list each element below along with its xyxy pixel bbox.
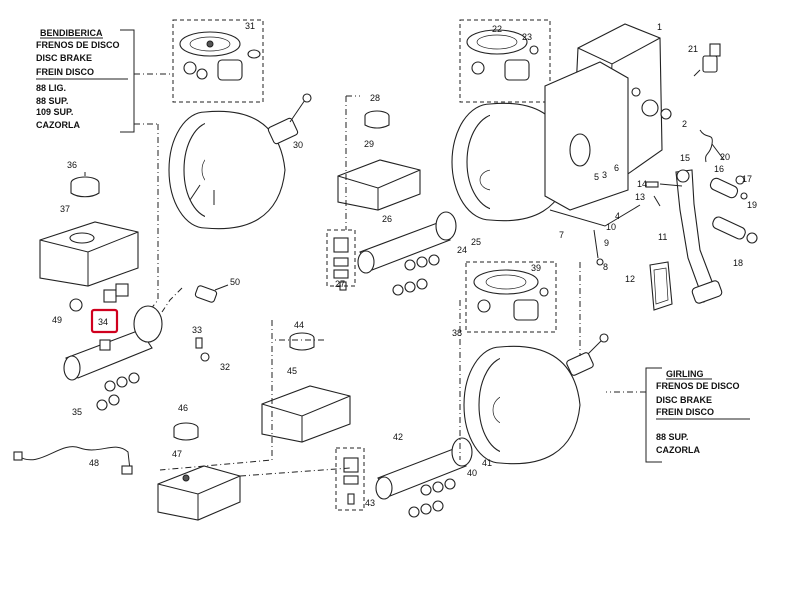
part-label: 11 <box>658 232 667 242</box>
part-label: 31 <box>245 21 255 31</box>
part-label: 27 <box>335 279 345 289</box>
legend-girling-line: FRENOS DE DISCO <box>656 381 740 391</box>
part-label: 9 <box>604 238 609 248</box>
part-label: 32 <box>220 362 230 372</box>
part-number-labels: 1 2 3 4 5 6 7 8 9 10 11 12 13 14 15 16 1… <box>52 21 757 508</box>
master-cylinder-mid <box>326 211 457 296</box>
part-label: 4 <box>615 211 620 221</box>
part-label: 42 <box>393 432 403 442</box>
legend-bendiberica-line: 88 LIG. <box>36 83 66 93</box>
master-cylinder-left <box>63 283 163 411</box>
part-label: 8 <box>603 262 608 272</box>
part-label: 35 <box>72 407 82 417</box>
pivot-pin-14 <box>645 181 661 207</box>
diaphragm-kit-22 <box>459 19 551 103</box>
stoplight-switch-21 <box>693 43 721 77</box>
part-label: 38 <box>452 328 462 338</box>
part-label: 30 <box>293 140 303 150</box>
legend-bendiberica-line: FRENOS DE DISCO <box>36 40 120 50</box>
part-label: 24 <box>457 245 467 255</box>
pedal-pad-12 <box>649 261 673 311</box>
brake-booster-30 <box>168 93 312 230</box>
part-label: 29 <box>364 139 374 149</box>
part-label: 50 <box>230 277 240 287</box>
part-label: 10 <box>606 222 616 232</box>
fitting-50 <box>194 284 229 303</box>
legend-girling-heading: GIRLING <box>666 369 704 379</box>
part-label: 22 <box>492 24 502 34</box>
part-label: 40 <box>467 468 477 478</box>
diaphragm-kit-31 <box>172 19 264 103</box>
legend-girling-line: FREIN DISCO <box>656 407 714 417</box>
fluid-reservoir-29 <box>337 110 421 211</box>
master-cylinder-bottom <box>335 437 473 518</box>
fluid-reservoir-37 <box>39 172 139 287</box>
legend-girling: GIRLING FRENOS DE DISCO DISC BRAKE FREIN… <box>606 367 750 463</box>
part-label: 43 <box>365 498 375 508</box>
part-label: 49 <box>52 315 62 325</box>
part-label: 5 <box>594 172 599 182</box>
part-label: 14 <box>637 179 647 189</box>
diaphragm-kit-39 <box>465 261 557 333</box>
part-label: 37 <box>60 204 70 214</box>
part-label: 47 <box>172 449 182 459</box>
part-label: 45 <box>287 366 297 376</box>
brake-pedal-11 <box>659 169 723 304</box>
part-label: 1 <box>657 22 662 32</box>
fluid-reservoir-47 <box>157 422 241 521</box>
part-label: 16 <box>714 164 724 174</box>
highlight-box-part-34 <box>90 308 119 334</box>
part-label: 18 <box>733 258 743 268</box>
legend-girling-line: 88 SUP. <box>656 432 688 442</box>
legend-bendiberica: BENDIBERICA FRENOS DE DISCO DISC BRAKE F… <box>36 28 170 311</box>
part-label: 13 <box>635 192 645 202</box>
part-label: 44 <box>294 320 304 330</box>
part-label: 46 <box>178 403 188 413</box>
pedal-bushings <box>709 175 758 244</box>
part-label: 28 <box>370 93 380 103</box>
part-label: 3 <box>602 170 607 180</box>
part-label: 19 <box>747 200 757 210</box>
legend-bendiberica-line: 109 SUP. <box>36 107 73 117</box>
legend-bendiberica-line: DISC BRAKE <box>36 53 92 63</box>
part-label: 20 <box>720 152 730 162</box>
part-label: 23 <box>522 32 532 42</box>
part-label: 36 <box>67 160 77 170</box>
part-label: 15 <box>680 153 690 163</box>
fluid-reservoir-45 <box>261 332 351 443</box>
part-label: 26 <box>382 214 392 224</box>
part-label: 33 <box>192 325 202 335</box>
sensor-cable-48 <box>13 446 133 475</box>
part-label: 12 <box>625 274 635 284</box>
part-label: 25 <box>471 237 481 247</box>
legend-girling-line: CAZORLA <box>656 445 700 455</box>
legend-bendiberica-heading: BENDIBERICA <box>40 28 103 38</box>
pedal-box-1 <box>544 23 672 266</box>
leader-lines <box>159 95 581 477</box>
part-label: 17 <box>742 174 752 184</box>
brake-booster-bottom-right <box>463 333 609 465</box>
legend-bendiberica-line: FREIN DISCO <box>36 67 94 77</box>
return-spring-20 <box>699 129 725 163</box>
part-label: 48 <box>89 458 99 468</box>
part-label: 2 <box>682 119 687 129</box>
legend-bendiberica-line: CAZORLA <box>36 120 80 130</box>
part-label: 41 <box>482 458 492 468</box>
part-label: 39 <box>531 263 541 273</box>
screw-33 <box>195 337 210 362</box>
legend-girling-line: DISC BRAKE <box>656 395 712 405</box>
part-label: 6 <box>614 163 619 173</box>
legend-bendiberica-line: 88 SUP. <box>36 96 68 106</box>
part-label: 7 <box>559 230 564 240</box>
part-label: 21 <box>688 44 698 54</box>
part-label-highlighted: 34 <box>98 317 108 327</box>
